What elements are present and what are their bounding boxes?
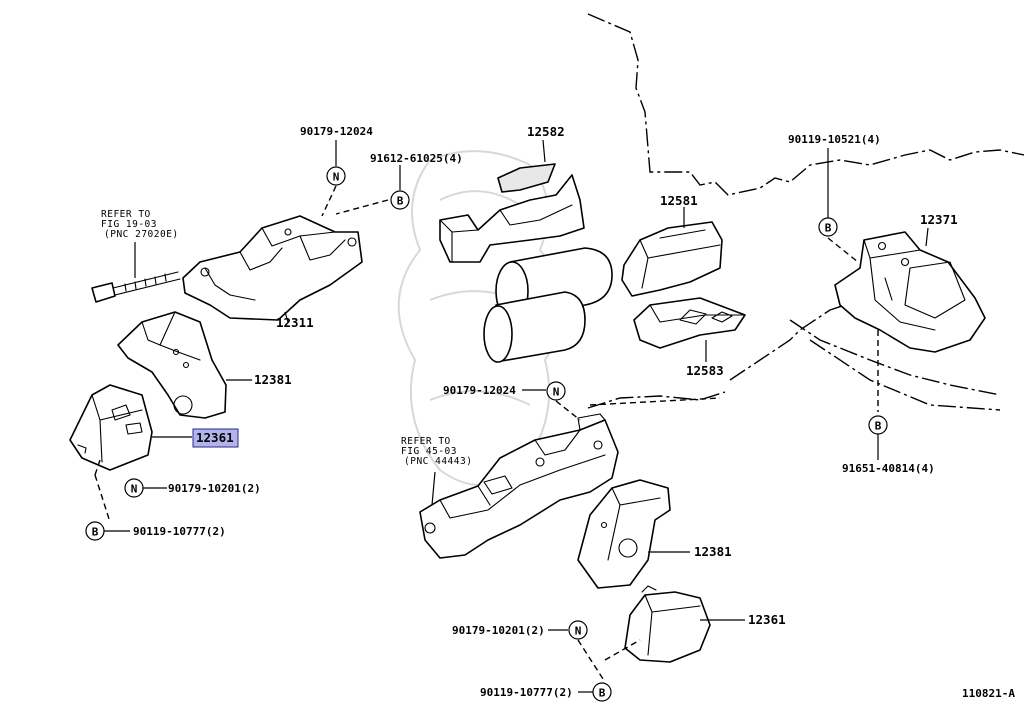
- symbol-b-top: B: [390, 190, 410, 210]
- engine-phantom-outline: [587, 13, 1024, 411]
- svg-text:B: B: [397, 195, 404, 208]
- label-refer-45-line1: REFER TO: [401, 436, 451, 447]
- label-12361-right[interactable]: 12361: [748, 612, 786, 627]
- svg-text:N: N: [333, 171, 340, 184]
- symbol-b-left: B: [85, 521, 105, 541]
- insulator-12361-right[interactable]: [624, 585, 711, 663]
- label-91612-61025[interactable]: 91612-61025(4): [370, 152, 463, 165]
- engine-mount-bracket-12311[interactable]: [182, 215, 363, 321]
- label-90119-10777-left[interactable]: 90119-10777(2): [133, 525, 226, 538]
- fastener-dashed-paths: [94, 185, 879, 683]
- starter-insulator-12581[interactable]: [621, 221, 723, 297]
- label-12361-left[interactable]: 12361: [196, 430, 234, 445]
- label-90179-10201-right[interactable]: 90179-10201(2): [452, 624, 545, 637]
- label-90119-10777-right[interactable]: 90119-10777(2): [480, 686, 573, 699]
- symbol-b-lower: B: [592, 682, 612, 702]
- heat-insulator-12582[interactable]: [439, 163, 585, 263]
- label-90179-12024-top[interactable]: 90179-12024: [300, 125, 373, 138]
- starter-motor-body: [483, 247, 613, 363]
- svg-text:B: B: [875, 420, 882, 433]
- symbol-n-left: N: [124, 478, 144, 498]
- insulator-12361-left[interactable]: [69, 384, 153, 471]
- svg-text:N: N: [131, 483, 138, 496]
- symbol-n-lower: N: [568, 620, 588, 640]
- label-refer-45-line3: (PNC 44443): [404, 456, 472, 467]
- symbol-n-middle: N: [546, 381, 566, 401]
- label-refer-45-line2[interactable]: FIG 45-03: [401, 446, 457, 457]
- label-12311[interactable]: 12311: [276, 315, 314, 330]
- label-refer-19-line3: (PNC 27020E): [104, 229, 179, 240]
- svg-text:B: B: [825, 222, 832, 235]
- label-12581[interactable]: 12581: [660, 193, 698, 208]
- figure-code: 110821-A: [962, 687, 1015, 700]
- svg-text:N: N: [553, 386, 560, 399]
- svg-text:N: N: [575, 625, 582, 638]
- leader-lines: [104, 139, 929, 693]
- svg-text:B: B: [599, 687, 606, 700]
- svg-text:B: B: [92, 526, 99, 539]
- label-90179-10201-left[interactable]: 90179-10201(2): [168, 482, 261, 495]
- insulator-bracket-12381-right[interactable]: [577, 479, 671, 589]
- symbol-n-top: N: [326, 166, 346, 186]
- label-12371[interactable]: 12371: [920, 212, 958, 227]
- label-12582[interactable]: 12582: [527, 124, 565, 139]
- label-91651-40814[interactable]: 91651-40814(4): [842, 462, 935, 475]
- bolt-refer-fig-19-03[interactable]: [91, 271, 181, 303]
- label-90179-12024-mid[interactable]: 90179-12024: [443, 384, 516, 397]
- symbol-b-right-bottom: B: [868, 415, 888, 435]
- rear-mount-insulator-12371[interactable]: [834, 231, 986, 353]
- symbol-b-right-top: B: [818, 217, 838, 237]
- label-12381-left[interactable]: 12381: [254, 372, 292, 387]
- label-12381-right[interactable]: 12381: [694, 544, 732, 559]
- label-refer-19-line1: REFER TO: [101, 209, 151, 220]
- label-refer-19-line2[interactable]: FIG 19-03: [101, 219, 157, 230]
- highlight-12361-left: [192, 428, 239, 448]
- transmission-bracket-refer-fig-45-03[interactable]: [419, 413, 619, 559]
- starter-bracket-12583[interactable]: [633, 297, 746, 349]
- label-12583[interactable]: 12583: [686, 363, 724, 378]
- label-90119-10521[interactable]: 90119-10521(4): [788, 133, 881, 146]
- insulator-bracket-12381-left[interactable]: [117, 311, 227, 419]
